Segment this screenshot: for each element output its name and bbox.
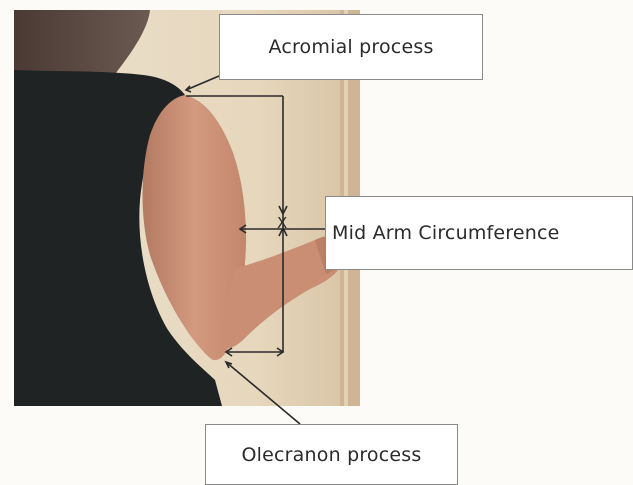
acromial-process-label: Acromial process bbox=[219, 14, 483, 80]
mid-point-marker: X bbox=[277, 214, 287, 232]
olecranon-process-label: Olecranon process bbox=[205, 424, 458, 485]
mid-arm-circumference-label: Mid Arm Circumference bbox=[325, 196, 633, 270]
